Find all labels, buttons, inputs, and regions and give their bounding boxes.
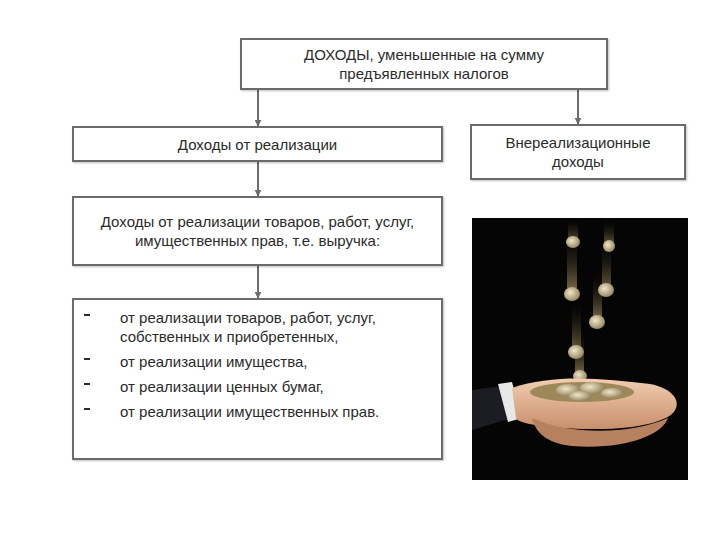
list-item: от реализации ценных бумаг, bbox=[74, 377, 431, 396]
list-item: от реализации товаров, работ, услуг, соб… bbox=[74, 308, 431, 346]
list-box: от реализации товаров, работ, услуг, соб… bbox=[72, 298, 443, 460]
dash-marker bbox=[84, 358, 90, 360]
list-item: от реализации имущественных прав. bbox=[74, 402, 431, 421]
process-box: ДОХОДЫ, уменьшенные на сумму предъявленн… bbox=[240, 38, 608, 90]
coins-hand-photo bbox=[472, 218, 688, 480]
process-box: Доходы от реализации bbox=[72, 126, 443, 162]
dash-marker bbox=[84, 314, 90, 316]
item-text: от реализации имущественных прав. bbox=[120, 403, 379, 420]
item-text: от реализации имущества, bbox=[120, 353, 308, 370]
process-box: Внереализационные доходы bbox=[470, 124, 686, 180]
box-text: Доходы от реализации bbox=[178, 135, 337, 154]
arrow-connector bbox=[577, 90, 579, 124]
item-text: от реализации ценных бумаг, bbox=[120, 378, 324, 395]
box-text: ДОХОДЫ, уменьшенные на сумму предъявленн… bbox=[252, 45, 596, 83]
box-text: Доходы от реализации товаров, работ, усл… bbox=[84, 212, 431, 250]
item-text: от реализации товаров, работ, услуг, соб… bbox=[120, 309, 376, 345]
dash-marker bbox=[84, 408, 90, 410]
arrow-connector bbox=[257, 266, 259, 298]
box-text: Внереализационные доходы bbox=[482, 133, 674, 171]
dash-marker bbox=[84, 383, 90, 385]
list-item: от реализации имущества, bbox=[74, 352, 431, 371]
arrow-connector bbox=[257, 162, 259, 196]
process-box: Доходы от реализации товаров, работ, усл… bbox=[72, 196, 443, 266]
arrow-connector bbox=[257, 90, 259, 126]
